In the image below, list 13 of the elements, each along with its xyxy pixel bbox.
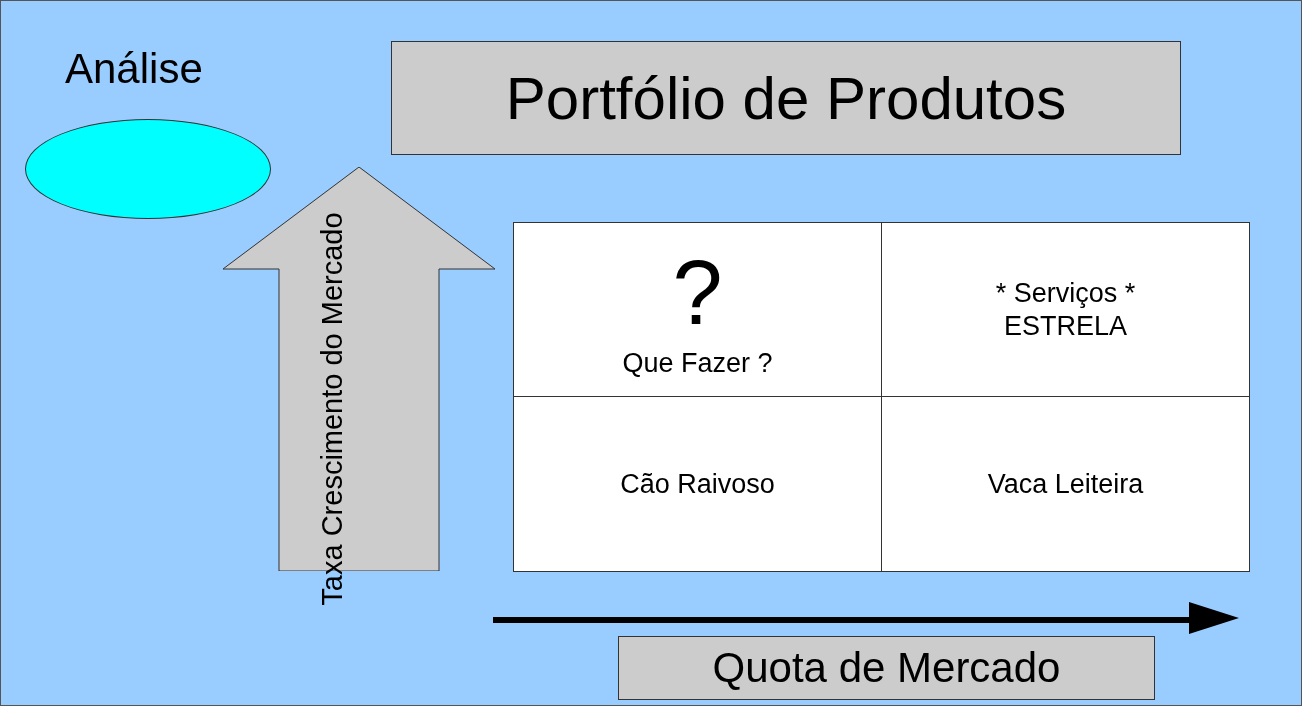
cell-text: * Serviços * ESTRELA bbox=[994, 277, 1137, 342]
title-box: Portfólio de Produtos bbox=[391, 41, 1181, 155]
matrix-cell bbox=[513, 222, 882, 397]
matrix-cell bbox=[513, 396, 882, 572]
axis-label: Taxa Crescimento do Mercado bbox=[315, 211, 349, 608]
matrix-cell bbox=[881, 396, 1250, 572]
heading-text: Análise bbox=[65, 45, 203, 93]
cell-text: Cão Raivoso bbox=[620, 467, 775, 501]
cell-text: Vaca Leiteira bbox=[987, 467, 1144, 501]
cell-text: Que Fazer ? bbox=[622, 347, 773, 380]
matrix-cell bbox=[881, 222, 1250, 397]
question-mark: ? bbox=[672, 242, 723, 346]
axis-label-box: Quota de Mercado bbox=[618, 636, 1155, 700]
